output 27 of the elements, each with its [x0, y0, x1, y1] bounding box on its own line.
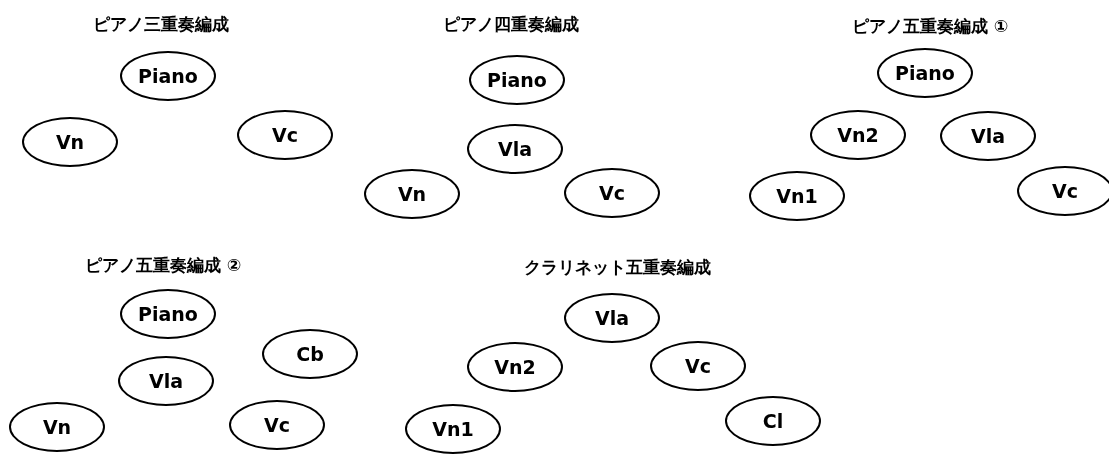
- group-title: ピアノ五重奏編成 ②: [84, 254, 242, 278]
- instrument-ellipse: Vn: [9, 402, 105, 452]
- instrument-ellipse: Vn: [364, 169, 460, 219]
- instrument-ellipse: Vn2: [467, 342, 563, 392]
- group-title: ピアノ五重奏編成 ①: [851, 15, 1009, 39]
- instrument-ellipse: Piano: [120, 289, 216, 339]
- instrument-ellipse: Vc: [237, 110, 333, 160]
- instrument-ellipse: Vc: [1017, 166, 1109, 216]
- instrument-ellipse: Vn1: [749, 171, 845, 221]
- instrument-ellipse: Vc: [650, 341, 746, 391]
- instrument-ellipse: Piano: [120, 51, 216, 101]
- instrument-ellipse: Vn2: [810, 110, 906, 160]
- instrument-ellipse: Cl: [725, 396, 821, 446]
- instrument-ellipse: Cb: [262, 329, 358, 379]
- group-title: クラリネット五重奏編成: [523, 256, 711, 280]
- instrument-ellipse: Vla: [940, 111, 1036, 161]
- instrument-ellipse: Vn1: [405, 404, 501, 454]
- instrument-ellipse: Piano: [469, 55, 565, 105]
- instrument-ellipse: Vn: [22, 117, 118, 167]
- group-title: ピアノ四重奏編成: [443, 13, 579, 37]
- instrument-ellipse: Vla: [467, 124, 563, 174]
- instrument-ellipse: Vc: [229, 400, 325, 450]
- instrument-ellipse: Vla: [564, 293, 660, 343]
- instrument-ellipse: Vc: [564, 168, 660, 218]
- instrument-ellipse: Piano: [877, 48, 973, 98]
- group-title: ピアノ三重奏編成: [93, 13, 229, 37]
- instrument-ellipse: Vla: [118, 356, 214, 406]
